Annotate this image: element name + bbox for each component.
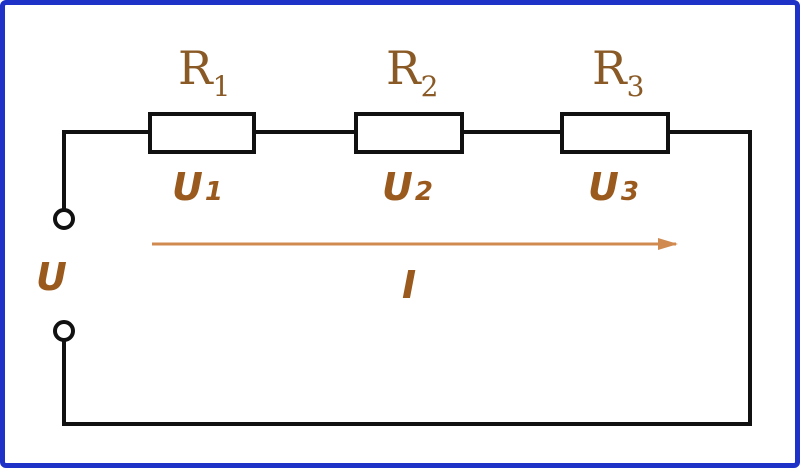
resistor-r2 [354,112,464,154]
label-r1: R1 [178,41,230,103]
label-r3: R3 [592,41,644,103]
label-u3: U3 [588,165,639,209]
resistor-r1 [148,112,256,154]
label-source-voltage: U [36,255,67,299]
terminal-bottom [53,320,75,342]
terminal-top [53,208,75,230]
wire-right-bottom [62,130,752,426]
label-u1: U1 [172,165,223,209]
label-current: I [402,263,416,307]
label-u2: U2 [382,165,433,209]
wire-top-left [62,130,150,214]
resistor-r3 [560,112,670,154]
label-r2: R2 [386,41,438,103]
